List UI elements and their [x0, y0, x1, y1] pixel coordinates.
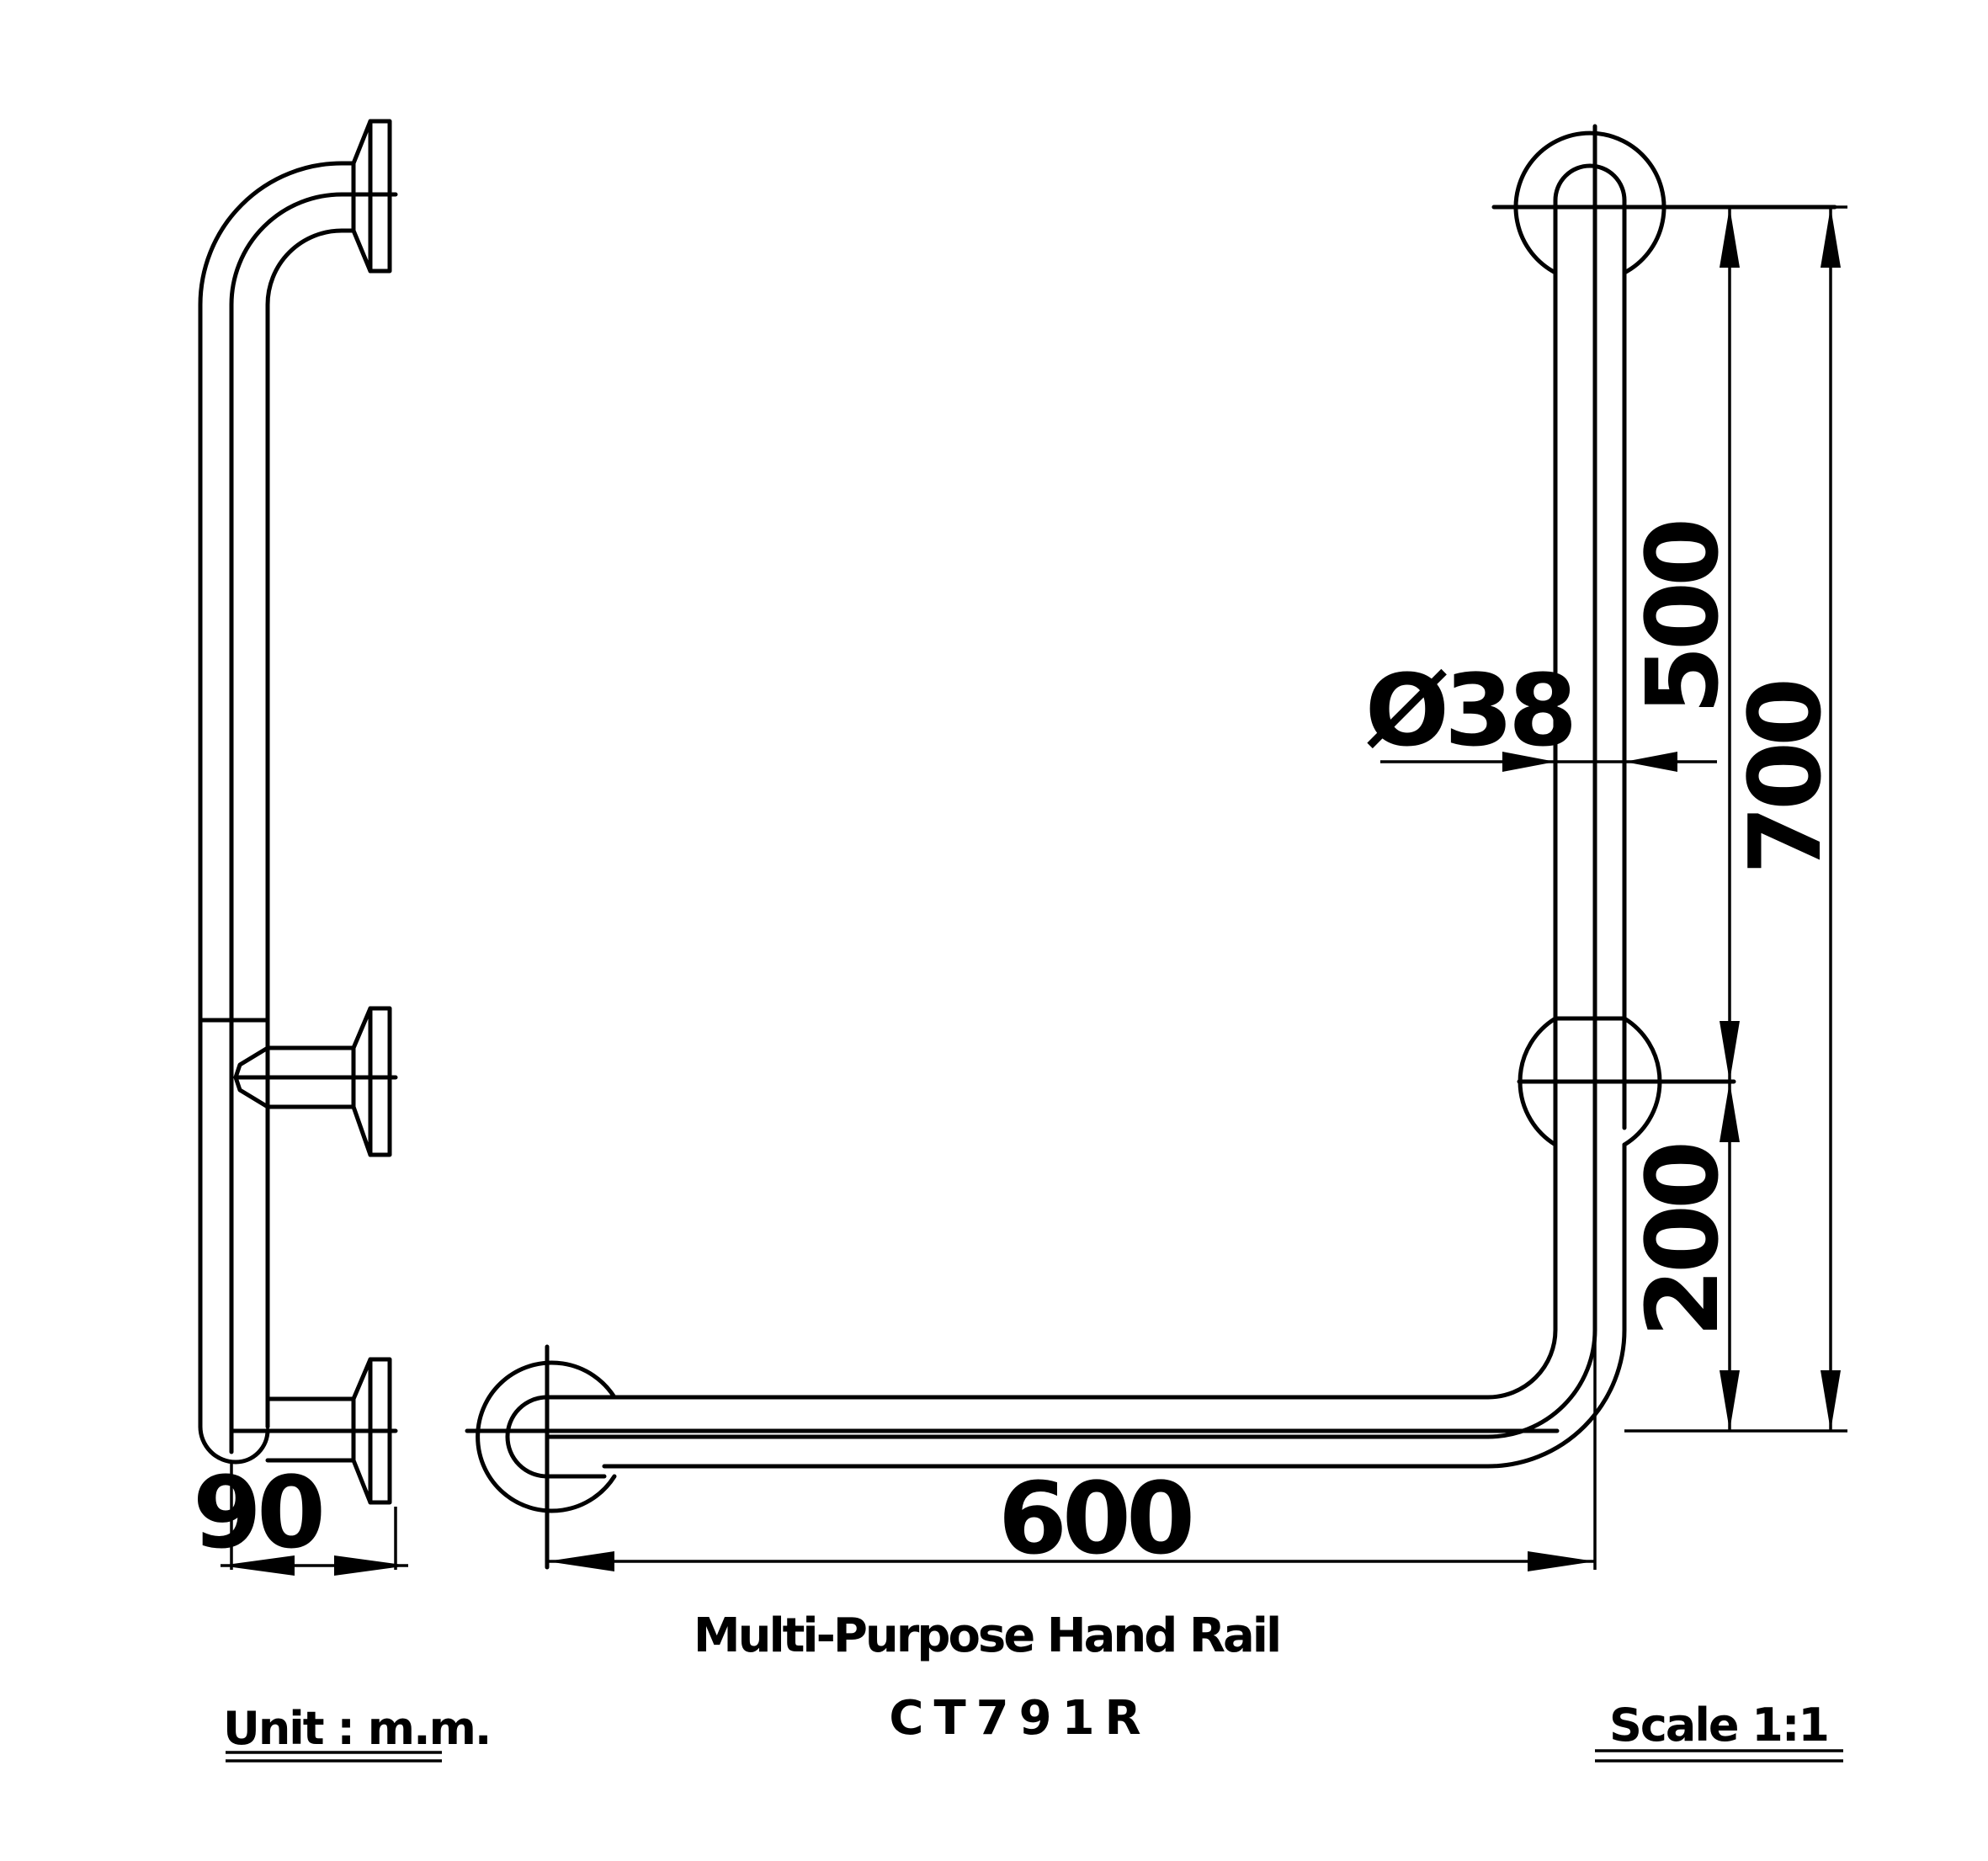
model-code: CT791R — [889, 1691, 1151, 1746]
side-view: 90 — [193, 119, 408, 1576]
dimension-500-200: 500 200 — [1624, 207, 1741, 1431]
dim-label-200: 200 — [1624, 1145, 1741, 1337]
scale-underline — [1595, 1749, 1843, 1763]
middle-wall-bracket — [198, 1006, 398, 1157]
title-block: Multi-Purpose Hand Rail CT791R Unit : m.… — [223, 1608, 1843, 1763]
drawing-title: Multi-Purpose Hand Rail — [694, 1608, 1279, 1663]
front-view: Ø38 600 500 200 700 — [465, 124, 1847, 1577]
dimension-700: 700 — [1727, 207, 1843, 1431]
left-rosette — [465, 1344, 1560, 1570]
dim-label-90: 90 — [193, 1454, 322, 1571]
unit-label: Unit : m.m. — [223, 1702, 490, 1755]
unit-underline — [226, 1751, 442, 1763]
dim-label-700: 700 — [1727, 682, 1843, 875]
top-wall-flange — [344, 119, 398, 274]
dimension-diameter-38: Ø38 — [1365, 652, 1717, 772]
dim-label-600: 600 — [998, 1460, 1191, 1577]
scale-label: Scale 1:1 — [1609, 1699, 1828, 1752]
dimension-90: 90 — [193, 1454, 408, 1576]
dim-label-500: 500 — [1624, 522, 1741, 715]
middle-rosette — [1517, 1016, 1736, 1147]
bottom-wall-flange — [229, 1357, 398, 1505]
dim-label-diameter: Ø38 — [1365, 652, 1573, 768]
dimension-600: 600 — [547, 1330, 1597, 1577]
